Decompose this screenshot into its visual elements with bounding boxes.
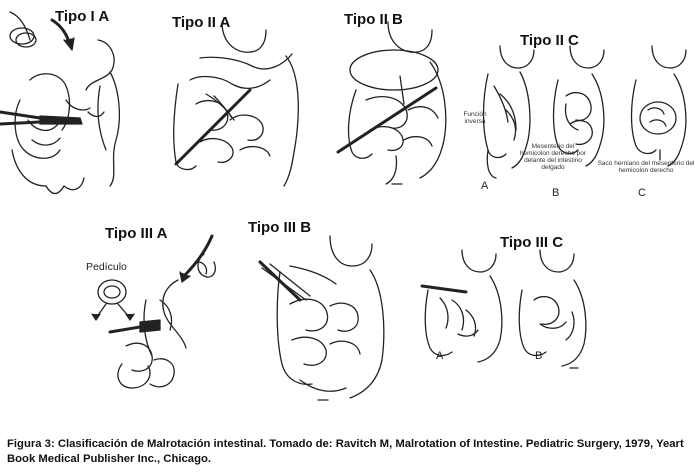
- drawing-tipo-iii-a: [91, 234, 216, 389]
- annotation-pediculo: Pedículo: [86, 261, 127, 273]
- sublabel-iii-c-a: A: [436, 350, 444, 362]
- annotation-mesenterio: Mesenterio del hemicolon derecho por del…: [519, 143, 587, 171]
- label-tipo-ii-a: Tipo II A: [172, 14, 231, 31]
- sublabel-ii-c-c: C: [638, 187, 646, 199]
- drawing-tipo-ii-a: [173, 21, 299, 187]
- drawing-tipo-iii-c: [420, 249, 587, 369]
- label-tipo-i-a: Tipo I A: [55, 8, 110, 25]
- drawing-tipo-iii-b: [258, 235, 385, 401]
- sublabel-ii-c-b: B: [552, 187, 560, 199]
- label-tipo-iii-c: Tipo III C: [500, 234, 564, 251]
- sublabel-iii-c-b: B: [535, 350, 543, 362]
- drawing-tipo-ii-b: [336, 21, 447, 185]
- sublabel-ii-c-a: A: [481, 180, 489, 192]
- drawing-tipo-ii-c: [482, 45, 687, 179]
- label-tipo-iii-a: Tipo III A: [105, 225, 168, 242]
- label-tipo-ii-b: Tipo II B: [344, 11, 403, 28]
- drawing-tipo-i-a: [0, 11, 120, 195]
- annotation-funcion-inversa: Función inversa: [463, 111, 487, 125]
- annotation-saco: Saco herniano del mesenterio del hemicol…: [597, 160, 695, 174]
- figure-caption: Figura 3: Clasificación de Malrotación i…: [7, 438, 684, 465]
- label-tipo-ii-c: Tipo II C: [520, 32, 579, 49]
- label-tipo-iii-b: Tipo III B: [248, 219, 312, 236]
